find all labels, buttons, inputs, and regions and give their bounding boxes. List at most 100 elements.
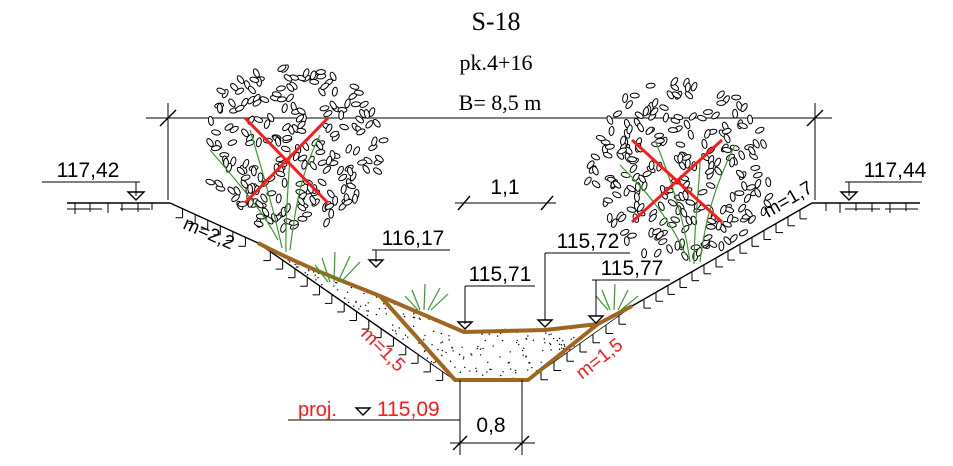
sediment-dot bbox=[527, 335, 529, 337]
sediment-dot bbox=[525, 355, 527, 357]
tree-leaf bbox=[671, 91, 682, 99]
sediment-dot bbox=[437, 348, 439, 351]
sediment-dot bbox=[496, 335, 499, 337]
sediment-dot bbox=[317, 277, 319, 279]
sediment-dot bbox=[570, 338, 572, 340]
tree-leaf bbox=[282, 134, 293, 141]
tree-leaf bbox=[670, 216, 681, 223]
tree-leaf bbox=[654, 132, 665, 139]
sediment-dot bbox=[544, 342, 546, 344]
sediment-dot bbox=[367, 302, 369, 304]
tree-leaf bbox=[620, 135, 627, 146]
sediment-dot bbox=[470, 353, 472, 355]
tree-leaf bbox=[371, 136, 378, 147]
tree-leaf bbox=[740, 103, 748, 113]
sediment-dot bbox=[543, 338, 545, 340]
sediment-dot bbox=[413, 313, 415, 315]
grass-tuft-3 bbox=[595, 283, 639, 311]
sediment-dot bbox=[522, 354, 524, 356]
tree-leaf bbox=[216, 87, 226, 95]
sediment-dot bbox=[358, 308, 360, 310]
tree-leaf bbox=[253, 116, 263, 123]
sediment-dot bbox=[516, 339, 518, 342]
tree-leaf bbox=[315, 149, 326, 156]
sediment-dot bbox=[312, 271, 315, 273]
tree-leaf bbox=[722, 220, 732, 228]
sediment-dot bbox=[449, 360, 452, 363]
tree-leaf bbox=[738, 229, 749, 237]
tree-leaf bbox=[260, 193, 268, 203]
tree-leaf bbox=[363, 109, 370, 119]
sediment-dot bbox=[514, 369, 517, 372]
tree-leaf bbox=[716, 90, 725, 99]
tree-leaf bbox=[612, 180, 622, 189]
sediment-dot bbox=[477, 345, 479, 348]
tree-leaf bbox=[277, 64, 287, 72]
sediment-dot bbox=[459, 371, 462, 374]
sediment-dot bbox=[481, 333, 483, 335]
tree-leaf bbox=[296, 107, 306, 115]
sediment-dot bbox=[479, 348, 482, 350]
tree-leaf bbox=[645, 82, 656, 89]
tree-leaf bbox=[633, 192, 640, 203]
sediment-dot bbox=[556, 339, 559, 342]
removal-cross-left bbox=[243, 116, 330, 205]
tree-leaf bbox=[721, 146, 732, 153]
sediment-dot bbox=[552, 337, 555, 340]
channel-width-dimension: 1,1 bbox=[455, 176, 556, 211]
tree-leaf bbox=[297, 215, 308, 222]
left-bank-level: 117,42 bbox=[57, 159, 120, 182]
sediment-dot bbox=[452, 350, 454, 352]
sediment-dot bbox=[550, 349, 552, 351]
sediment-dot bbox=[431, 344, 433, 346]
sediment-dot bbox=[333, 285, 335, 287]
tree-leaf bbox=[736, 169, 745, 178]
tree-leaf bbox=[627, 156, 638, 163]
tree-leaf bbox=[648, 160, 655, 171]
sediment-dot bbox=[445, 351, 447, 354]
tree-leaf bbox=[352, 193, 358, 204]
sediment-dot bbox=[347, 301, 350, 304]
tree-leaf bbox=[738, 203, 747, 213]
grass-tuft-2 bbox=[404, 283, 449, 311]
sediment-dot bbox=[515, 372, 517, 374]
tree-leaf bbox=[754, 187, 761, 198]
tree-leaf bbox=[252, 68, 260, 78]
sediment-dot bbox=[560, 344, 563, 346]
tree-leaf bbox=[240, 179, 249, 189]
tree-leaf bbox=[323, 110, 333, 118]
sediment-dot bbox=[398, 327, 400, 329]
tree-leaf bbox=[309, 195, 317, 205]
tree-leaf bbox=[595, 134, 606, 142]
sediment-dot bbox=[558, 348, 561, 350]
tree-leaf bbox=[625, 100, 633, 110]
sediment-dot bbox=[335, 281, 337, 284]
project-bottom-line bbox=[378, 294, 600, 382]
sediment-dot bbox=[367, 310, 370, 312]
tree-leaf bbox=[626, 206, 637, 213]
sediment-dot bbox=[515, 341, 518, 344]
tree-leaf bbox=[659, 217, 668, 226]
sediment-dot bbox=[487, 361, 489, 364]
tree-leaf bbox=[741, 181, 748, 191]
tree-leaf bbox=[606, 115, 614, 125]
sediment-dot bbox=[476, 347, 478, 350]
tree-leaf bbox=[329, 71, 337, 82]
tree-leaf bbox=[674, 240, 681, 251]
tree-leaf bbox=[233, 186, 241, 196]
left-channel-level: 116,17 bbox=[382, 227, 445, 250]
sediment-dot bbox=[540, 361, 542, 363]
sediment-dot bbox=[423, 350, 426, 353]
level-marker-left-bank: 117,42 bbox=[42, 159, 146, 201]
sediment-dot bbox=[464, 366, 466, 369]
tree-leaf bbox=[684, 82, 691, 93]
sediment-dot bbox=[441, 349, 443, 352]
tree-leaf bbox=[356, 128, 366, 136]
slope-left-upper: m=2,2 bbox=[180, 213, 237, 254]
tree-leaf bbox=[629, 92, 640, 99]
tree-leaf bbox=[211, 129, 221, 136]
tree-leaf bbox=[205, 178, 215, 186]
tree-leaf bbox=[295, 114, 305, 123]
sediment-dot bbox=[525, 337, 527, 340]
sediment-dot bbox=[479, 354, 482, 356]
